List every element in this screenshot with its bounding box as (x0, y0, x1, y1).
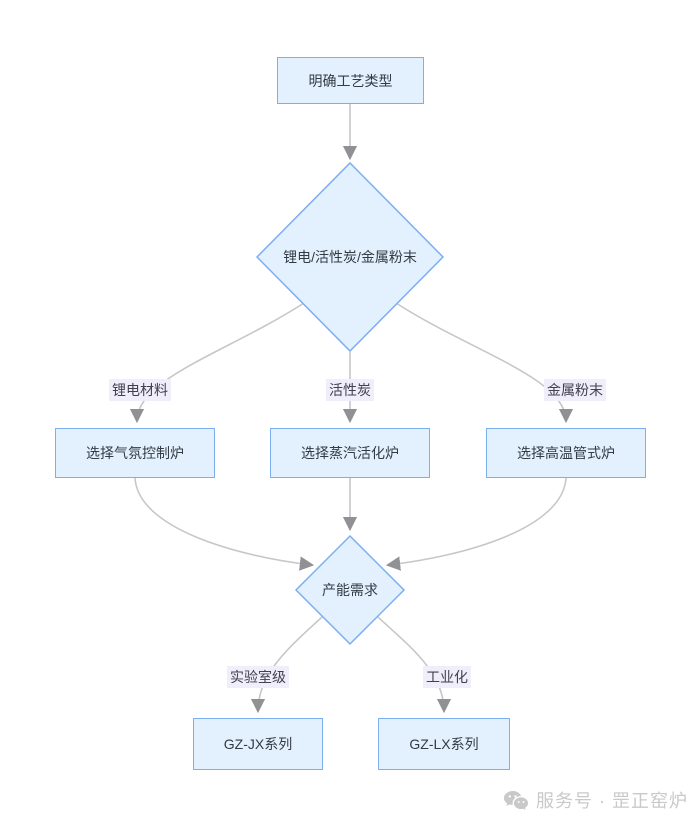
edge-decision-to-atmosphere-furnace (129, 302, 305, 424)
watermark: 服务号 · 罡正窑炉 (503, 787, 688, 813)
decision-material-type-label: 锂电/活性炭/金属粉末 (283, 249, 417, 265)
edge-atmosphere-to-capacity-decision (134, 477, 315, 571)
edge-label-lab-scale: 实验室级 (227, 666, 289, 688)
node-gz-lx-series: GZ-LX系列 (378, 718, 510, 770)
decision-material-type-shape (255, 161, 445, 353)
decision-capacity-demand-label: 产能需求 (322, 582, 378, 598)
node-atmosphere-furnace: 选择气氛控制炉 (55, 428, 215, 478)
edge-label-activated-carbon: 活性炭 (326, 379, 374, 401)
node-high-temp-tube-furnace: 选择高温管式炉 (486, 428, 646, 478)
watermark-text: 服务号 · 罡正窑炉 (536, 791, 688, 811)
decision-capacity-demand-shape (294, 534, 406, 646)
wechat-icon (503, 789, 529, 812)
edge-decision-to-tube-furnace (395, 302, 574, 424)
edge-capacity-to-gz-lx (377, 616, 452, 714)
edge-label-metal-powder: 金属粉末 (544, 379, 606, 401)
node-process-type: 明确工艺类型 (277, 57, 424, 104)
edge-capacity-to-gz-jx (250, 616, 323, 714)
edge-tube-to-capacity-decision (385, 477, 567, 571)
edge-label-industrial: 工业化 (423, 666, 471, 688)
edge-label-lithium: 锂电材料 (109, 379, 171, 401)
node-gz-jx-series: GZ-JX系列 (193, 718, 323, 770)
node-steam-activation-furnace: 选择蒸汽活化炉 (270, 428, 430, 478)
